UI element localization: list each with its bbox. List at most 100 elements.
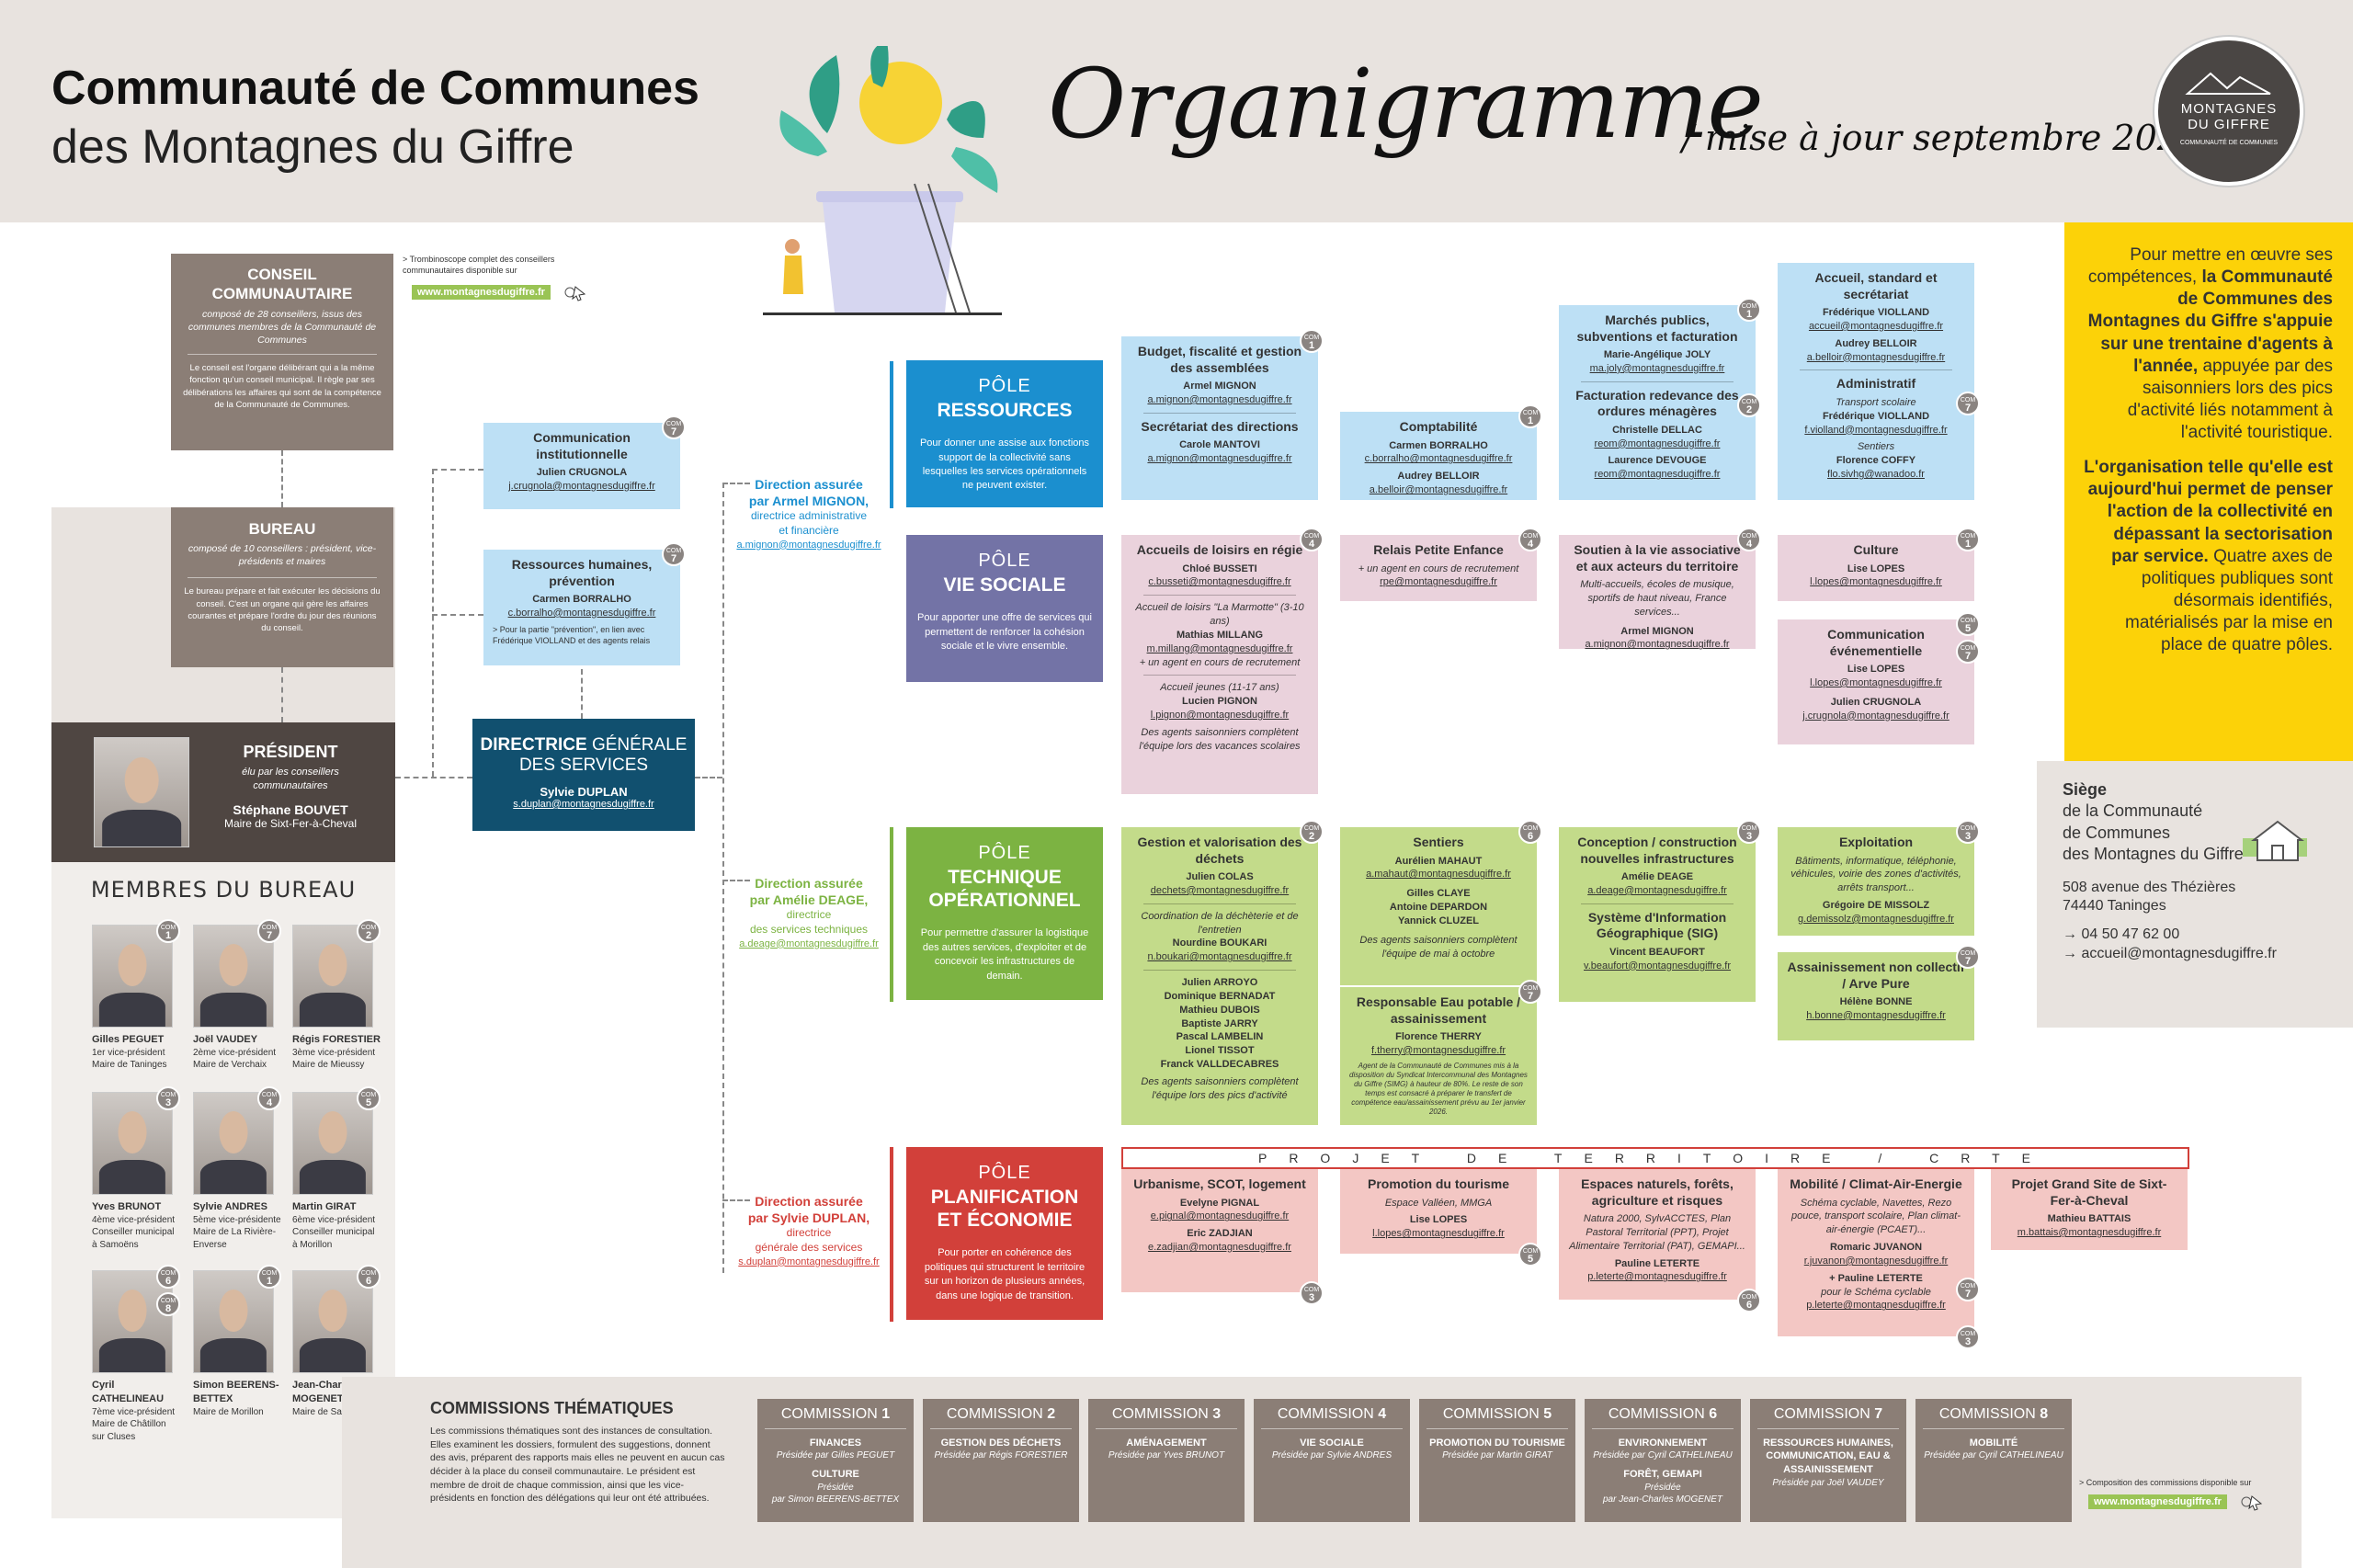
rh-title: Ressources humaines, prévention (511, 557, 653, 588)
president-sub: élu par les conseillers communautaires (242, 767, 339, 791)
member-role: Conseiller municipal (92, 1227, 175, 1238)
member-photo (92, 1270, 173, 1373)
member-role: 3ème vice-président (292, 1047, 376, 1058)
member-role: 5ème vice-présidente (193, 1214, 281, 1225)
member-name: Régis FORESTIER (292, 1034, 381, 1045)
conseil-note: > Trombinoscope complet des conseillers … (403, 255, 555, 276)
member-role: Maire de Samoëns (292, 1406, 369, 1417)
commission-chair: Présidée par Régis FORESTIER (934, 1450, 1068, 1461)
direction-armel: Direction assurée par Armel MIGNON, dire… (728, 476, 890, 551)
commission-chair: Présidée par Cyril CATHELINEAU (1924, 1450, 2063, 1461)
member-photo (193, 925, 274, 1028)
member-name: Jean-Charles MOGENET (292, 1380, 357, 1404)
marches-card: Marchés publics, subventions et facturat… (1559, 298, 1761, 500)
dgs-card: DIRECTRICE GÉNÉRALE DES SERVICES Sylvie … (472, 719, 695, 831)
dgs-title3: DES SERVICES (518, 756, 649, 775)
relais-card: Relais Petite Enfance + un agent en cour… (1340, 528, 1542, 601)
direction-amelie-email[interactable]: a.deage@montagnesdugiffre.fr (739, 937, 879, 949)
info-sidebar: Pour mettre en œuvre ses compétences, la… (2064, 222, 2353, 761)
comm-inst-email[interactable]: j.crugnola@montagnesdugiffre.fr (508, 480, 655, 492)
member-role: Maire de Mieussy (292, 1060, 365, 1071)
direction-armel-email[interactable]: a.mignon@montagnesdugiffre.fr (736, 539, 881, 551)
commission-subject: AMÉNAGEMENT (1126, 1437, 1207, 1449)
commission-chair: Présidée (817, 1482, 854, 1493)
member-name: Joël VAUDEY (193, 1034, 258, 1045)
agent-name: Mathieu DUBOIS (1179, 1004, 1260, 1016)
sidebar-p1c: appuyée par des saisonniers lors des pic… (2127, 356, 2333, 442)
pole-ressources: PÔLE RESSOURCES Pour donner une assise a… (906, 360, 1103, 507)
accueil-card: Accueil, standard et secrétariat Frédéri… (1778, 263, 1980, 500)
conseil-sub: composé de 28 conseillers, issus des com… (188, 308, 377, 346)
eau-card: Responsable Eau potable / assainissement… (1340, 980, 1542, 1125)
commission-chair: Présidée par Joël VAUDEY (1772, 1478, 1884, 1489)
dgs-email[interactable]: s.duplan@montagnesdugiffre.fr (513, 799, 654, 810)
sidebar-p3: Quatre axes de politiques publiques sont… (2125, 546, 2333, 655)
org-name-line1: Communauté de Communes (51, 62, 699, 115)
conseil-desc: Le conseil est l'organe délibérant qui a… (183, 363, 381, 410)
commissions-website-link[interactable]: www.montagnesdugiffre.fr (2088, 1494, 2227, 1509)
member-photo (292, 1092, 373, 1195)
member-role: Maire de Taninges (92, 1060, 167, 1071)
siege-phone[interactable]: → 04 50 47 62 00 (2063, 926, 2180, 943)
bureau-desc: Le bureau prépare et fait exécuter les d… (184, 586, 381, 634)
agent-name: Pascal LAMBELIN (1176, 1031, 1264, 1043)
pole-planif-desc: Pour porter en cohérence des politiques … (924, 1247, 1086, 1301)
conception-card: Conception / construction nouvelles infr… (1559, 820, 1761, 1002)
rh-email[interactable]: c.borralho@montagnesdugiffre.fr (507, 607, 656, 619)
comm-inst-title: Communication institutionnelle (533, 430, 631, 461)
member-role: Maire de Châtillon (92, 1419, 166, 1430)
conseil-communautaire-card: CONSEIL COMMUNAUTAIRE composé de 28 cons… (171, 254, 393, 450)
grandsite-card: Projet Grand Site de Sixt-Fer-à-Cheval M… (1991, 1169, 2188, 1250)
direction-sylvie-email[interactable]: s.duplan@montagnesdugiffre.fr (738, 1256, 880, 1267)
member-role: 2ème vice-président (193, 1047, 277, 1058)
president-role: Maire de Sixt-Fer-à-Cheval (223, 816, 358, 830)
member-name: Yves BRUNOT (92, 1201, 162, 1212)
commission-chair: par Simon BEERENS-BETTEX (771, 1494, 900, 1506)
tourisme-card: Promotion du tourisme Espace Valléen, MM… (1340, 1169, 1542, 1267)
event-card: Communication événementielle Lise LOPES … (1778, 612, 1980, 744)
president-title: PRÉSIDENT (243, 743, 338, 761)
commission-subject: CULTURE (812, 1468, 859, 1480)
lightbulb-plant-illustration (763, 46, 1002, 315)
member-name: Simon BEERENS-BETTEX (193, 1380, 279, 1404)
sidebar-p1: Pour mettre en œuvre ses compétences, (2087, 245, 2333, 288)
conseil-website-link[interactable]: www.montagnesdugiffre.fr (412, 285, 551, 300)
siege-email[interactable]: → accueil@montagnesdugiffre.fr (2063, 945, 2277, 961)
pole-ressources-name: RESSOURCES (937, 400, 1073, 421)
member-photo (92, 925, 173, 1028)
member-photo (92, 1092, 173, 1195)
member-role: 4ème vice-président (92, 1214, 176, 1225)
conseil-title: CONSEIL COMMUNAUTAIRE (211, 266, 353, 303)
member-role: Enverse (193, 1239, 227, 1250)
logo-line2: DU GIFFRE (2188, 116, 2270, 132)
urbanisme-card: Urbanisme, SCOT, logement Evelyne PIGNAL… (1121, 1169, 1324, 1305)
click-cursor-icon (564, 286, 586, 301)
member-role: sur Cluses (92, 1431, 136, 1442)
commission-subject: FORÊT, GEMAPI (1623, 1468, 1702, 1480)
